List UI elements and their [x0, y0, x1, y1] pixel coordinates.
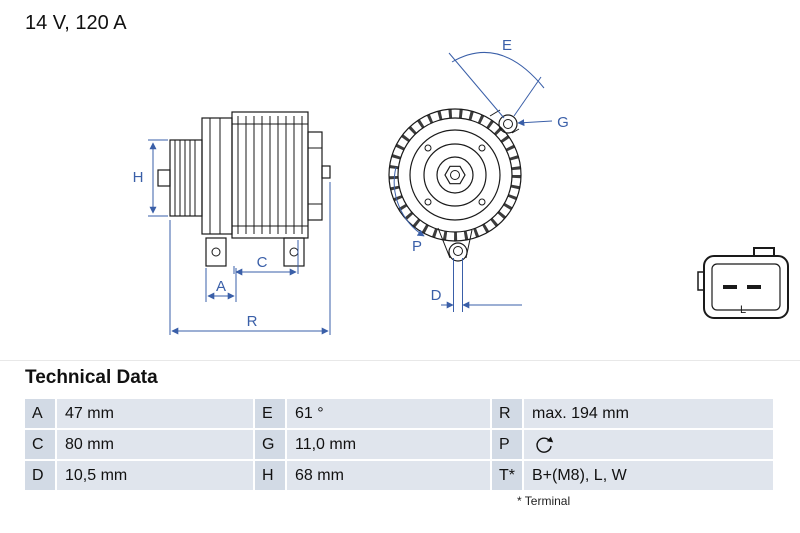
spec-a-value-text: 47 mm	[65, 404, 114, 422]
spec-h-value-text: 68 mm	[295, 466, 344, 484]
side-view-dimensions	[148, 139, 331, 335]
dim-label-e: E	[502, 37, 512, 54]
dim-label-g: G	[557, 114, 569, 131]
spec-t-value: B+(M8), L, W	[524, 461, 773, 490]
spec-g-label: G	[255, 430, 285, 459]
spec-p-value	[524, 430, 773, 459]
spec-g-value: 11,0 mm	[287, 430, 490, 459]
spec-d-value: 10,5 mm	[57, 461, 253, 490]
spec-r-value: max. 194 mm	[524, 399, 773, 428]
spec-r-value-text: max. 194 mm	[532, 404, 629, 422]
dim-label-h: H	[133, 169, 144, 186]
dim-label-r: R	[247, 313, 258, 330]
dim-label-d: D	[431, 287, 442, 304]
spec-g-value-text: 11,0 mm	[295, 435, 357, 453]
technical-data-section: Technical Data A 47 mm E 61 ° R max. 194…	[0, 360, 800, 533]
front-view-dimension-labels: E G P D	[412, 37, 569, 304]
technical-drawing: H A C R	[133, 37, 789, 335]
dim-label-a: A	[216, 278, 226, 295]
spec-e-value: 61 °	[287, 399, 490, 428]
connector-drawing: L	[697, 247, 789, 319]
spec-e-label: E	[255, 399, 285, 428]
technical-data-heading: Technical Data	[25, 367, 158, 388]
alternator-side-view	[157, 111, 331, 267]
alternator-front-view	[388, 108, 522, 262]
spec-p-label: P	[492, 430, 522, 459]
rotation-direction-icon	[536, 436, 554, 453]
spec-a-value: 47 mm	[57, 399, 253, 428]
spec-a-label: A	[25, 399, 55, 428]
spec-d-label: D	[25, 461, 55, 490]
spec-t-label: T*	[492, 461, 522, 490]
connector-pin-label: L	[740, 304, 746, 316]
spec-h-value: 68 mm	[287, 461, 490, 490]
side-view-dimension-labels: H A C R	[133, 169, 268, 330]
product-spec-title: 14 V, 120 A	[25, 12, 127, 34]
spec-c-value: 80 mm	[57, 430, 253, 459]
terminal-footnote: * Terminal	[517, 494, 571, 508]
spec-c-label: C	[25, 430, 55, 459]
spec-h-label: H	[255, 461, 285, 490]
spec-r-label: R	[492, 399, 522, 428]
dim-label-p: P	[412, 238, 422, 255]
front-view-dimensions	[393, 51, 553, 312]
spec-d-value-text: 10,5 mm	[65, 466, 128, 484]
spec-c-value-text: 80 mm	[65, 435, 114, 453]
spec-e-value-text: 61 °	[295, 404, 324, 422]
dim-label-c: C	[257, 254, 268, 271]
spec-t-value-text: B+(M8), L, W	[532, 466, 627, 484]
technical-data-table: A 47 mm E 61 ° R max. 194 mm C 80 mm G 1…	[25, 399, 775, 490]
